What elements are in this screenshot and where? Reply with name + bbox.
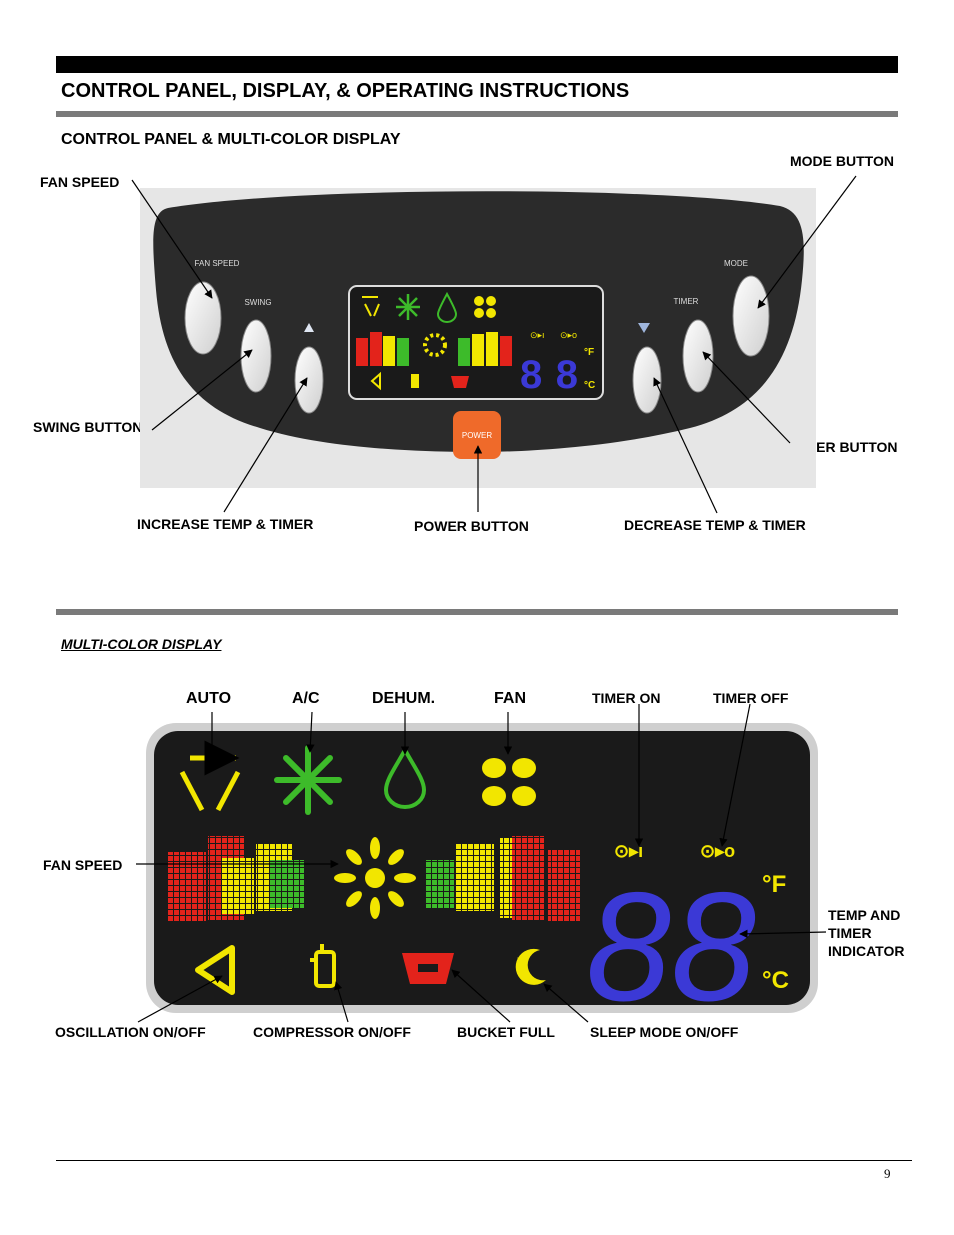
- fan-speed-bars-left: [168, 836, 304, 922]
- timer-off-icon: ⊙▸o: [700, 841, 735, 861]
- swing-button: [240, 319, 272, 393]
- multi-color-display-figure: ⊙▸ı ⊙▸o 88 °F °C ★: [136, 703, 827, 1030]
- panel-fan-speed-text: FAN SPEED: [195, 259, 240, 268]
- increase-button: [294, 346, 324, 414]
- callout-display-fan-speed: FAN SPEED: [43, 857, 123, 873]
- svg-text:°C: °C: [584, 380, 595, 391]
- top-black-bar: [56, 56, 898, 73]
- page-title: CONTROL PANEL, DISPLAY, & OPERATING INST…: [61, 80, 630, 102]
- control-panel-figure: ⊙▸ı ⊙▸o 88 °F °C FAN SPEED SWING MODE TI…: [131, 175, 857, 514]
- display-section-title: MULTI-COLOR DISPLAY: [61, 636, 222, 652]
- power-button: [453, 411, 501, 459]
- fan-speed-center-icon: [334, 837, 416, 919]
- footer-rule: [56, 1160, 912, 1161]
- callout-timer-off: TIMER OFF: [713, 690, 789, 706]
- up-triangle-icon: [304, 323, 314, 332]
- callout-temp-timer-indicator: TEMP AND TIMER INDICATOR: [828, 907, 905, 959]
- callout-fan: FAN: [494, 690, 526, 707]
- timer-button: [682, 319, 714, 393]
- decrease-button: [632, 346, 662, 414]
- callout-timer-on: TIMER ON: [592, 690, 661, 706]
- temp-digits: 88: [586, 860, 756, 1030]
- panel-swing-text: SWING: [244, 298, 271, 307]
- fan-icon: [482, 758, 536, 806]
- panel-timer-text: TIMER: [674, 297, 699, 306]
- callout-sleep-mode: SLEEP MODE ON/OFF: [590, 1024, 739, 1040]
- celsius-label: °C: [762, 967, 789, 994]
- svg-text:°F: °F: [584, 347, 594, 358]
- callout-compressor: COMPRESSOR ON/OFF: [253, 1024, 411, 1040]
- callout-swing-button: SWING BUTTON: [33, 419, 143, 435]
- moon-icon: ★: [515, 948, 546, 985]
- callout-auto: AUTO: [186, 690, 232, 707]
- panel-callout-lines: [131, 175, 857, 514]
- callout-bucket-full: BUCKET FULL: [457, 1024, 555, 1040]
- callout-decrease-temp: DECREASE TEMP & TIMER: [624, 517, 806, 533]
- callout-mode-button: MODE BUTTON: [790, 153, 894, 169]
- down-triangle-icon: [638, 323, 650, 333]
- callout-increase-temp: INCREASE TEMP & TIMER: [137, 516, 314, 532]
- callout-timer-button: TIMER BUTTON: [792, 439, 898, 455]
- mode-button: [732, 275, 770, 357]
- bucket-icon: [402, 953, 454, 984]
- callout-oscillation: OSCILLATION ON/OFF: [55, 1024, 206, 1040]
- svg-text:⊙▸ı: ⊙▸ı: [530, 330, 545, 340]
- panel-mode-text: MODE: [724, 259, 748, 268]
- callout-ac: A/C: [292, 690, 320, 707]
- callout-fan-speed: FAN SPEED: [40, 174, 120, 190]
- fan-speed-button: [184, 281, 222, 355]
- title-rule: [56, 111, 898, 117]
- snowflake-icon: [274, 745, 342, 815]
- display-callout-lines: [136, 703, 827, 1023]
- section-title: CONTROL PANEL & MULTI-COLOR DISPLAY: [61, 131, 401, 148]
- fan-speed-bars-right: [426, 836, 580, 922]
- section-rule: [56, 609, 898, 615]
- panel-power-text: POWER: [462, 431, 492, 440]
- callout-dehum: DEHUM.: [372, 690, 436, 707]
- page-number: 9: [884, 1166, 891, 1181]
- svg-text:★: ★: [516, 951, 529, 967]
- callout-power-button: POWER BUTTON: [414, 518, 529, 534]
- fahrenheit-label: °F: [762, 871, 786, 898]
- svg-text:⊙▸o: ⊙▸o: [560, 330, 577, 340]
- droplet-icon: [383, 745, 427, 809]
- compressor-icon: [310, 944, 336, 988]
